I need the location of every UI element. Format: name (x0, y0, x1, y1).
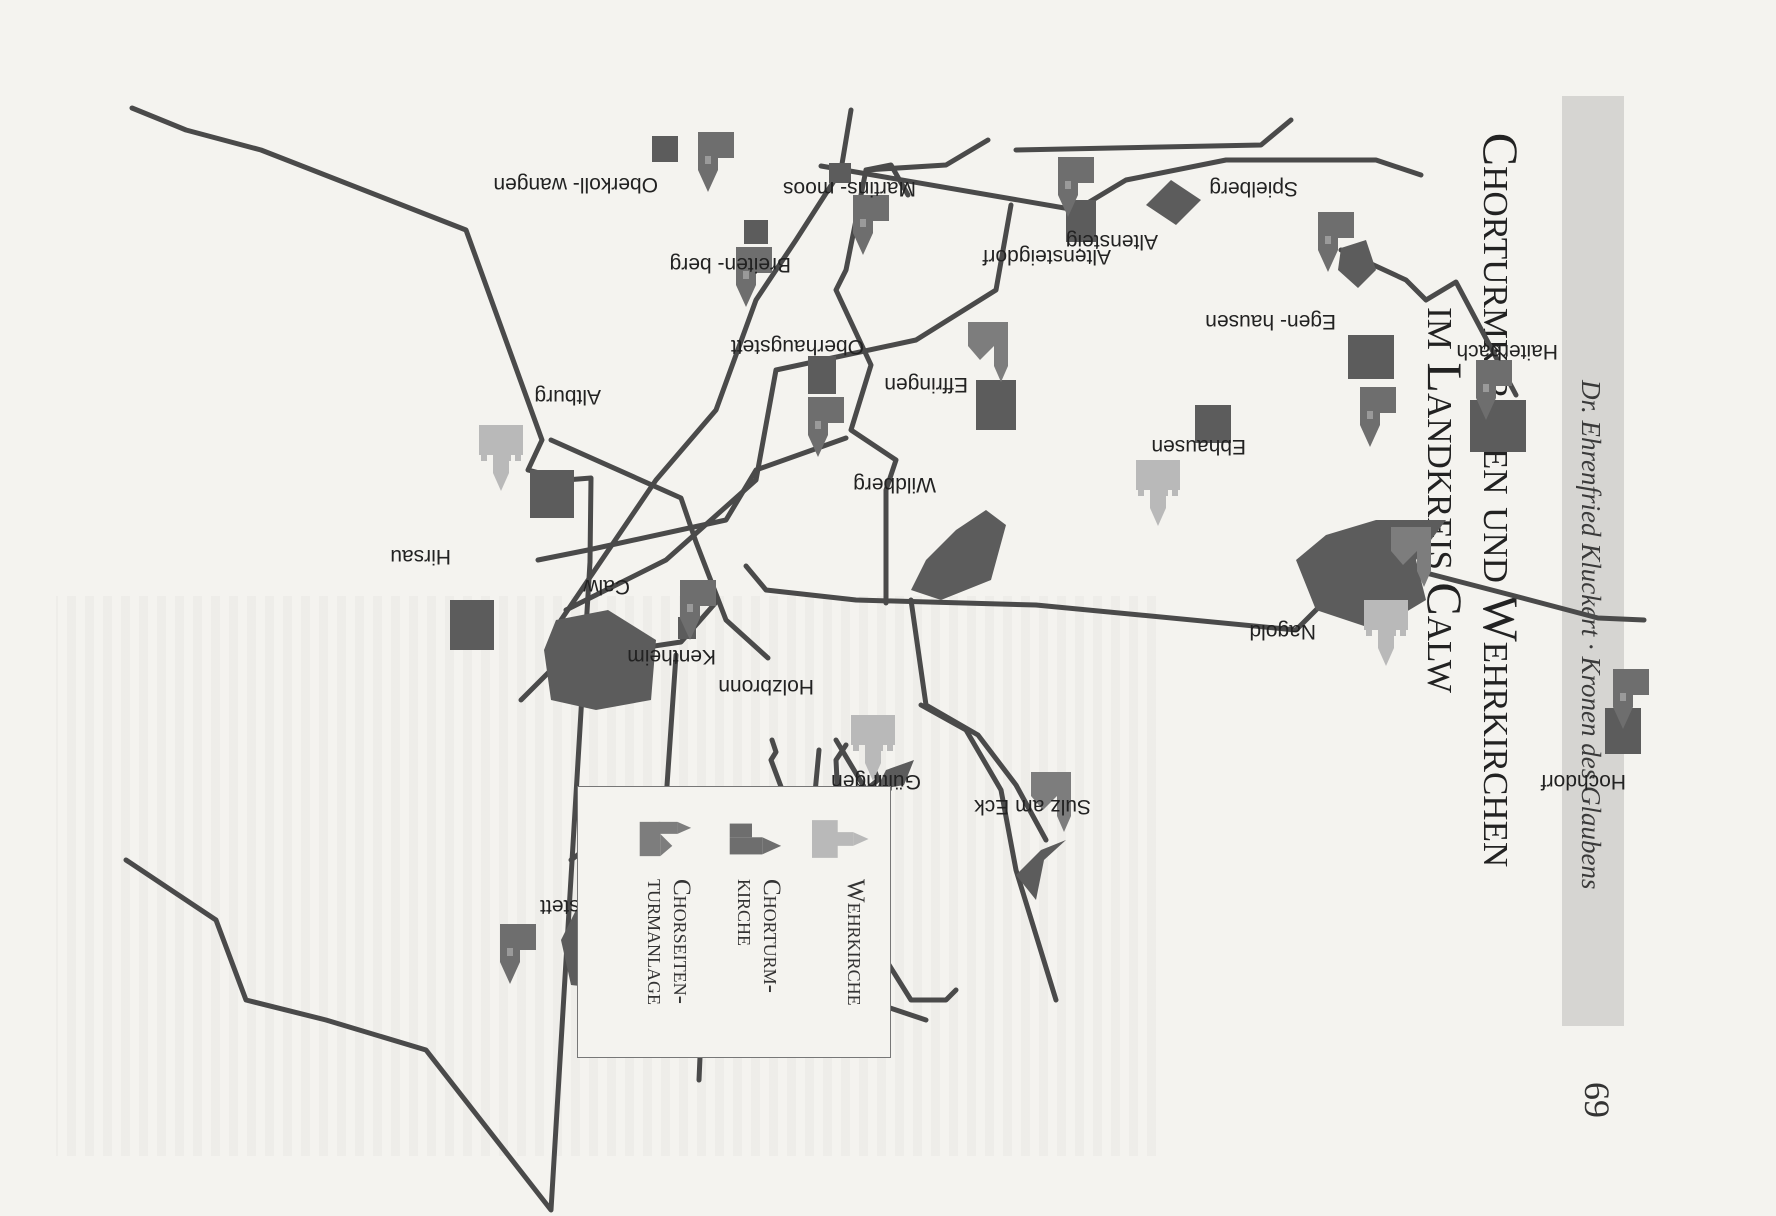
legend-label-chorturmkirche: Chorturm- kirche (732, 879, 785, 993)
label-hochdorf: Hochdorf (1541, 770, 1626, 793)
label-hirsau: Hirsau (390, 545, 451, 568)
church-fortified-icon (812, 820, 869, 858)
map-legend: Wehrkirche Chorturm- kirche Chorseiten- … (577, 786, 891, 1058)
church-side-tower-icon (968, 322, 1008, 382)
town-oberkollwangen (652, 136, 678, 162)
label-wildberg: Wildberg (853, 473, 936, 496)
church-choir-tower-icon (500, 924, 536, 984)
road-wildberg-sulz (908, 597, 1049, 843)
town-calw (544, 610, 656, 710)
church-side-tower-icon (639, 821, 692, 857)
road-altensteig-martinsmoos (818, 157, 1424, 213)
church-choir-tower-icon (853, 195, 889, 255)
road-west-b (1373, 557, 1647, 623)
church-choir-tower-icon (729, 823, 782, 855)
town-sulz-am-eck (1016, 840, 1066, 900)
label-spielberg: Spielberg (1209, 177, 1298, 200)
town-guetlingen (876, 760, 914, 790)
road-hochdorf-spur (768, 737, 789, 803)
town-altburg (530, 470, 574, 518)
legend-label-chorseitenturmanlage: Chorseiten- turmanlage (642, 879, 695, 1005)
road-oberhaugstett (833, 137, 991, 606)
place-labels: Hirsau Calw Altburg Oberkoll- wangen Bre… (390, 173, 1626, 918)
road-main-east-west (123, 559, 593, 1213)
church-choir-tower-icon (698, 132, 734, 192)
label-effringen: Effringen (884, 373, 968, 396)
label-oberhaugstett: Oberhaugstett (731, 335, 864, 358)
church-fortified-icon (479, 425, 523, 491)
label-ebhausen: Ebhausen (1151, 435, 1246, 458)
town-oberhaugstett (808, 356, 836, 394)
label-haiterbach: Haiterbach (1456, 340, 1558, 363)
road-nagold-haiterbach (743, 557, 1369, 633)
church-choir-tower-icon (1360, 387, 1396, 447)
label-altensteig: Altensteig (1066, 230, 1158, 253)
legend-row-wehrkirche: Wehrkirche (804, 809, 874, 1049)
town-effringen (976, 380, 1016, 430)
town-hirsau (450, 600, 494, 650)
town-egenhausen (1348, 335, 1394, 379)
label-martinsmoos: Martins- moos (783, 177, 916, 200)
road-calw-altburg (548, 437, 771, 661)
road-calw-hirsau (535, 435, 849, 563)
label-egenhausen: Egen- hausen (1205, 310, 1336, 333)
label-oberkollwangen: Oberkoll- wangen (493, 173, 658, 196)
road-network (123, 105, 1647, 1213)
town-spielberg (1338, 240, 1376, 288)
road-west-a (1338, 247, 1519, 398)
road-sulz-ext (918, 702, 1059, 1003)
town-hochdorf (1605, 708, 1641, 754)
label-nagold: Nagold (1249, 620, 1316, 643)
label-calw: Calw (582, 575, 630, 598)
town-altensteigdorf (1066, 200, 1096, 242)
church-fortified-icon (1136, 460, 1180, 526)
label-altburg: Altburg (534, 385, 601, 408)
town-breitenberg (744, 220, 768, 244)
legend-row-chorturmkirche: Chorturm- kirche (720, 809, 790, 1049)
road-spielberg-ext (1013, 117, 1294, 153)
town-martinsmoos (829, 163, 851, 183)
label-breitenberg: Breiten- berg (670, 253, 791, 276)
road-haiterbach-hochdorf (129, 105, 594, 565)
label-sulz-am-eck: Sulz am Eck (974, 795, 1091, 818)
label-holzbronn: Holzbronn (718, 675, 814, 698)
church-fortified-icon (1364, 600, 1408, 666)
town-haiterbach (1470, 400, 1526, 452)
road-nagold-ebhausen (563, 202, 1014, 613)
town-altensteig (1146, 180, 1201, 225)
town-wildberg (911, 510, 1006, 600)
legend-label-wehrkirche: Wehrkirche (842, 879, 869, 1006)
road-breitenberg (863, 162, 911, 198)
town-ebhausen (1195, 405, 1231, 443)
label-altensteigdorf: Altensteigdorf (982, 245, 1111, 268)
label-kentheim: Kentheim (627, 645, 716, 668)
legend-row-chorseitenturmanlage: Chorseiten- turmanlage (630, 809, 700, 1049)
